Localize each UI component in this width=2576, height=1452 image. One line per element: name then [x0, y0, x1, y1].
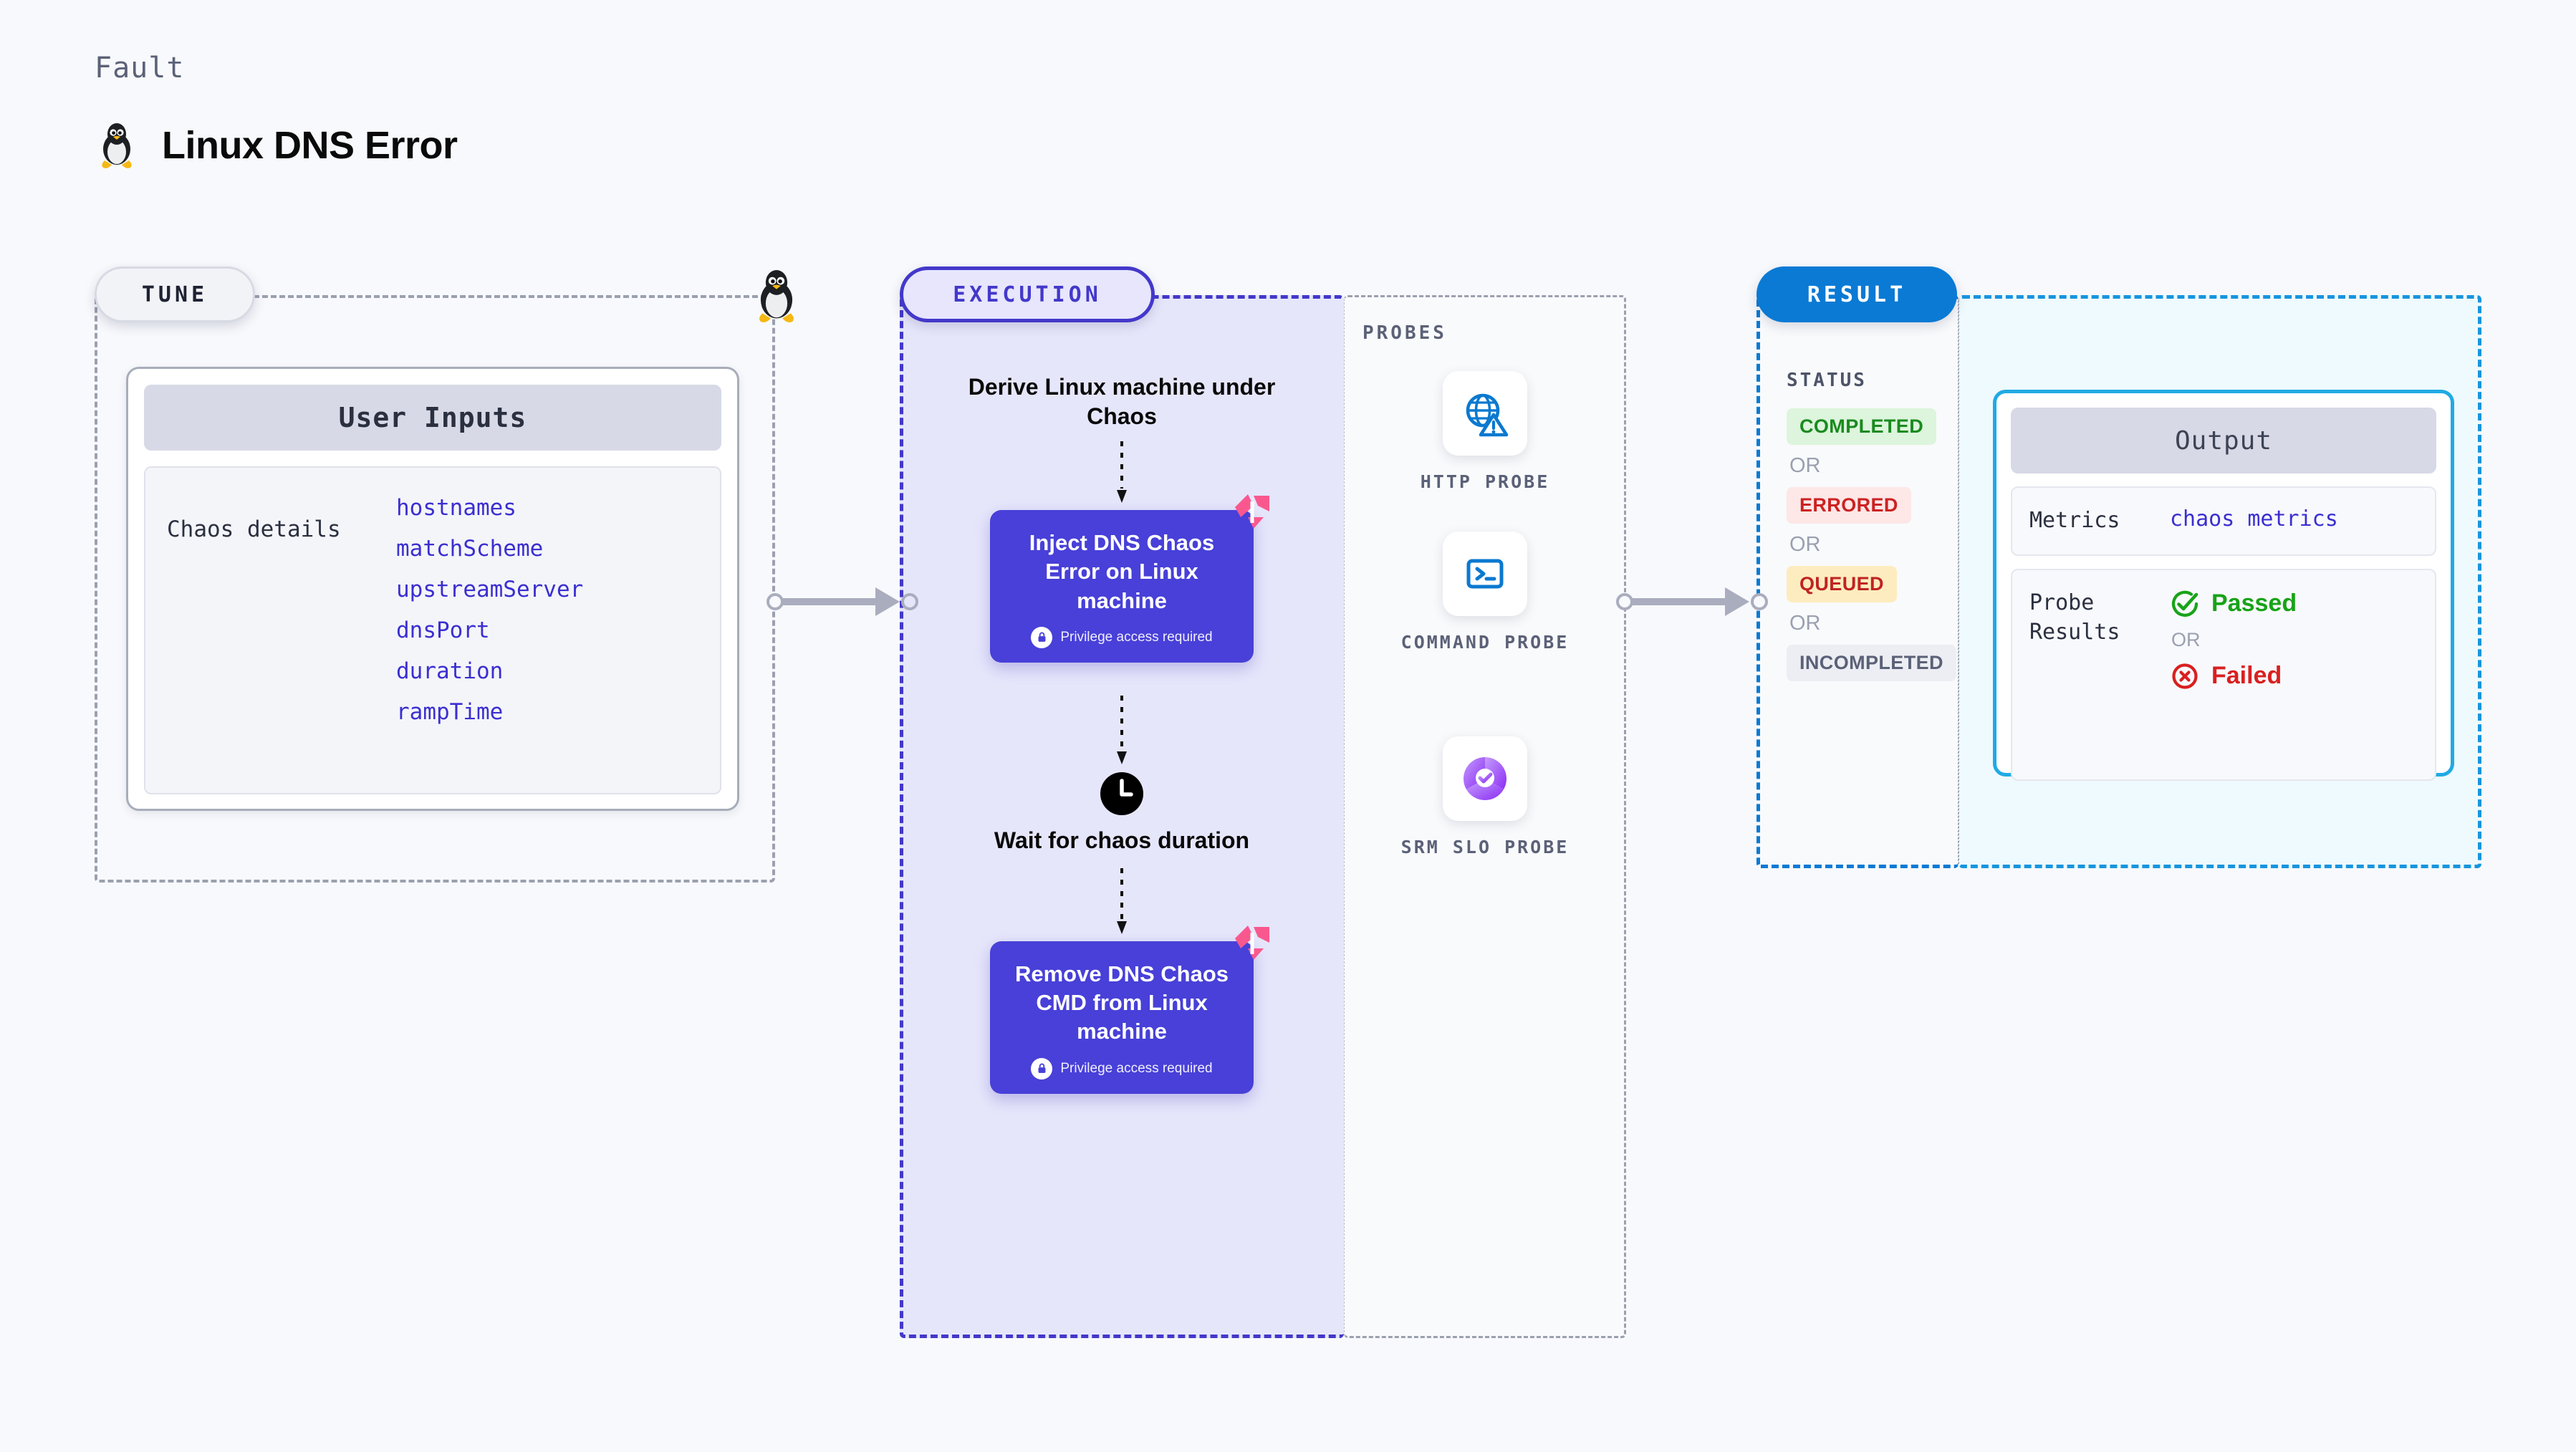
probe-item-http[interactable]: HTTP PROBE — [1344, 371, 1626, 495]
input-param-ramptime[interactable]: rampTime — [396, 699, 504, 725]
probe-item-srm-slo[interactable]: SRM SLO PROBE — [1344, 736, 1626, 860]
probe-result-passed: Passed — [2170, 589, 2297, 619]
connector-probes-to-result — [1616, 587, 1770, 616]
wait-step-title: Wait for chaos duration — [994, 827, 1250, 853]
remove-chaos-node-badge: Privilege access required — [1004, 1057, 1239, 1080]
status-badge-incompleted: INCOMPLETED — [1787, 645, 1956, 681]
result-pill[interactable]: RESULT — [1756, 266, 1957, 322]
chaos-details-list: hostnames matchScheme upstreamServer dns… — [396, 495, 583, 766]
probe-item-command[interactable]: COMMAND PROBE — [1344, 532, 1626, 655]
tune-region — [95, 295, 775, 883]
output-card-title: Output — [2011, 408, 2436, 473]
terminal-icon — [1466, 559, 1504, 589]
probe-tile-command — [1443, 532, 1527, 616]
probe-tile-http — [1443, 371, 1527, 456]
input-param-matchscheme[interactable]: matchScheme — [396, 536, 544, 562]
probes-label: PROBES — [1363, 322, 1447, 344]
remove-chaos-node[interactable]: Remove DNS Chaos CMD from Linux machine … — [990, 925, 1269, 1094]
lock-icon — [1031, 1057, 1053, 1080]
probe-result-or: OR — [2171, 628, 2201, 650]
status-badge-queued: QUEUED — [1787, 566, 1897, 602]
inject-chaos-node-badge-text: Privilege access required — [1060, 629, 1213, 645]
output-metrics-value[interactable]: chaos metrics — [2170, 506, 2338, 532]
inject-chaos-node-badge: Privilege access required — [1004, 626, 1239, 648]
chaos-details-label: Chaos details — [167, 516, 341, 542]
input-param-hostnames[interactable]: hostnames — [396, 495, 516, 521]
probe-tile-srm-slo — [1443, 736, 1527, 821]
derive-step-title: Derive Linux machine under Chaos — [968, 374, 1276, 429]
input-param-duration[interactable]: duration — [396, 658, 504, 684]
user-inputs-card-title: User Inputs — [144, 385, 721, 451]
check-circle-icon — [2171, 590, 2198, 617]
connector-tune-to-execution — [766, 587, 918, 616]
probe-result-failed: Failed — [2170, 661, 2297, 691]
execution-pill[interactable]: EXECUTION — [900, 266, 1155, 322]
output-metrics-label: Metrics — [2029, 508, 2120, 533]
probe-label-command: COMMAND PROBE — [1400, 632, 1570, 653]
page-title: Linux DNS Error — [162, 124, 458, 167]
probe-result-failed-text: Failed — [2211, 662, 2282, 690]
lock-icon — [1031, 626, 1053, 648]
flow-arrow-3 — [900, 867, 1344, 934]
status-or-2: OR — [1789, 533, 1821, 556]
linux-penguin-border-icon — [759, 270, 794, 323]
chaos-fault-marker-icon — [1235, 925, 1269, 960]
output-metrics-row: Metrics chaos metrics — [2011, 486, 2436, 556]
output-probe-results-row: Probe Results Passed OR Failed — [2011, 568, 2436, 781]
probe-results-values: Passed OR Failed — [2170, 589, 2297, 691]
page-eyebrow: Fault — [95, 52, 185, 85]
probe-result-passed-text: Passed — [2211, 590, 2297, 617]
x-circle-icon — [2172, 663, 2198, 689]
input-param-upstreamserver[interactable]: upstreamServer — [396, 577, 584, 602]
output-probe-results-label: Probe Results — [2029, 590, 2120, 645]
status-badge-completed: COMPLETED — [1787, 408, 1937, 445]
wait-clock-wrap — [900, 771, 1344, 816]
probe-label-http: HTTP PROBE — [1420, 471, 1550, 492]
user-inputs-card: User Inputs Chaos details hostnames matc… — [126, 367, 739, 811]
status-or-3: OR — [1789, 612, 1821, 635]
status-or-1: OR — [1789, 454, 1821, 477]
execution-flow: Derive Linux machine under Chaos Inject … — [900, 372, 1344, 1094]
remove-chaos-node-title: Remove DNS Chaos CMD from Linux machine — [1014, 961, 1229, 1044]
status-heading: STATUS — [1787, 370, 1867, 391]
status-list: COMPLETED OR ERRORED OR QUEUED OR INCOMP… — [1787, 408, 1956, 681]
user-inputs-card-body: Chaos details hostnames matchScheme upst… — [144, 466, 721, 794]
slo-donut-check-icon — [1463, 757, 1507, 801]
inject-chaos-node-title: Inject DNS Chaos Error on Linux machine — [1029, 529, 1215, 613]
tune-pill[interactable]: TUNE — [95, 266, 255, 322]
flow-arrow-2 — [900, 695, 1344, 764]
flow-arrow-1 — [900, 441, 1344, 503]
globe-warning-icon — [1466, 393, 1509, 437]
linux-penguin-icon — [102, 123, 132, 168]
status-badge-errored: ERRORED — [1787, 487, 1911, 524]
output-card: Output Metrics chaos metrics Probe Resul… — [1993, 390, 2454, 781]
page-title-row: Linux DNS Error — [95, 120, 458, 170]
input-param-dnsport[interactable]: dnsPort — [396, 617, 490, 643]
chaos-fault-marker-icon — [1235, 494, 1269, 529]
remove-chaos-node-badge-text: Privilege access required — [1060, 1060, 1213, 1076]
clock-icon — [1100, 771, 1143, 815]
inject-chaos-node[interactable]: Inject DNS Chaos Error on Linux machine … — [990, 494, 1269, 663]
probe-label-srm-slo: SRM SLO PROBE — [1400, 837, 1570, 857]
